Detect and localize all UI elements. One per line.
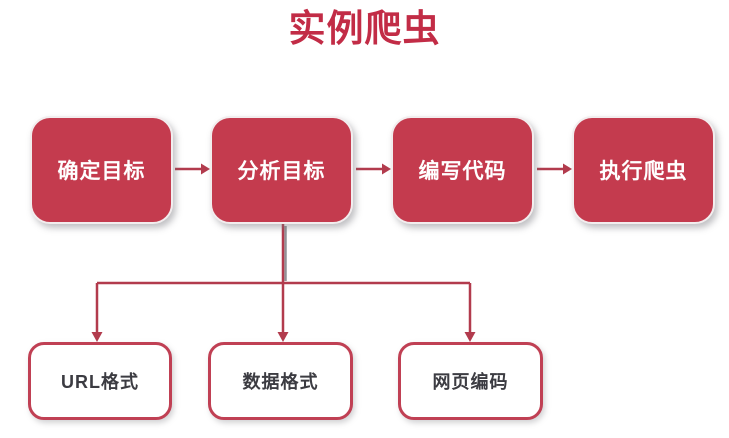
- page-title: 实例爬虫: [288, 8, 441, 49]
- sub-box-url-format: URL格式: [28, 342, 172, 420]
- step-box-write-code: 编写代码: [391, 116, 534, 224]
- sub-box-page-encoding: 网页编码: [398, 342, 543, 420]
- step-box-analyze-target: 分析目标: [210, 116, 353, 224]
- edge-step1-step2: [175, 163, 210, 175]
- arrowhead-right-icon: [382, 163, 391, 175]
- arrowhead-right-icon: [563, 163, 572, 175]
- step-box-determine-target: 确定目标: [30, 116, 173, 224]
- sub-label: 数据格式: [242, 372, 319, 392]
- arrowhead-right-icon: [201, 163, 210, 175]
- arrowhead-down-icon: [91, 332, 103, 342]
- edge-step3-step4: [537, 163, 572, 175]
- step-box-run-crawler: 执行爬虫: [572, 116, 715, 224]
- sub-box-data-format: 数据格式: [208, 342, 353, 420]
- branch-from-step2: [91, 224, 476, 342]
- edge-step2-step3: [356, 163, 391, 175]
- step-label: 确定目标: [57, 160, 146, 183]
- step-label: 执行爬虫: [599, 160, 688, 183]
- step-label: 编写代码: [418, 160, 507, 183]
- sub-label: URL格式: [61, 372, 139, 392]
- step-label: 分析目标: [237, 160, 326, 183]
- arrowhead-down-icon: [464, 332, 476, 342]
- sub-label: 网页编码: [432, 372, 509, 392]
- arrowhead-down-icon: [277, 332, 289, 342]
